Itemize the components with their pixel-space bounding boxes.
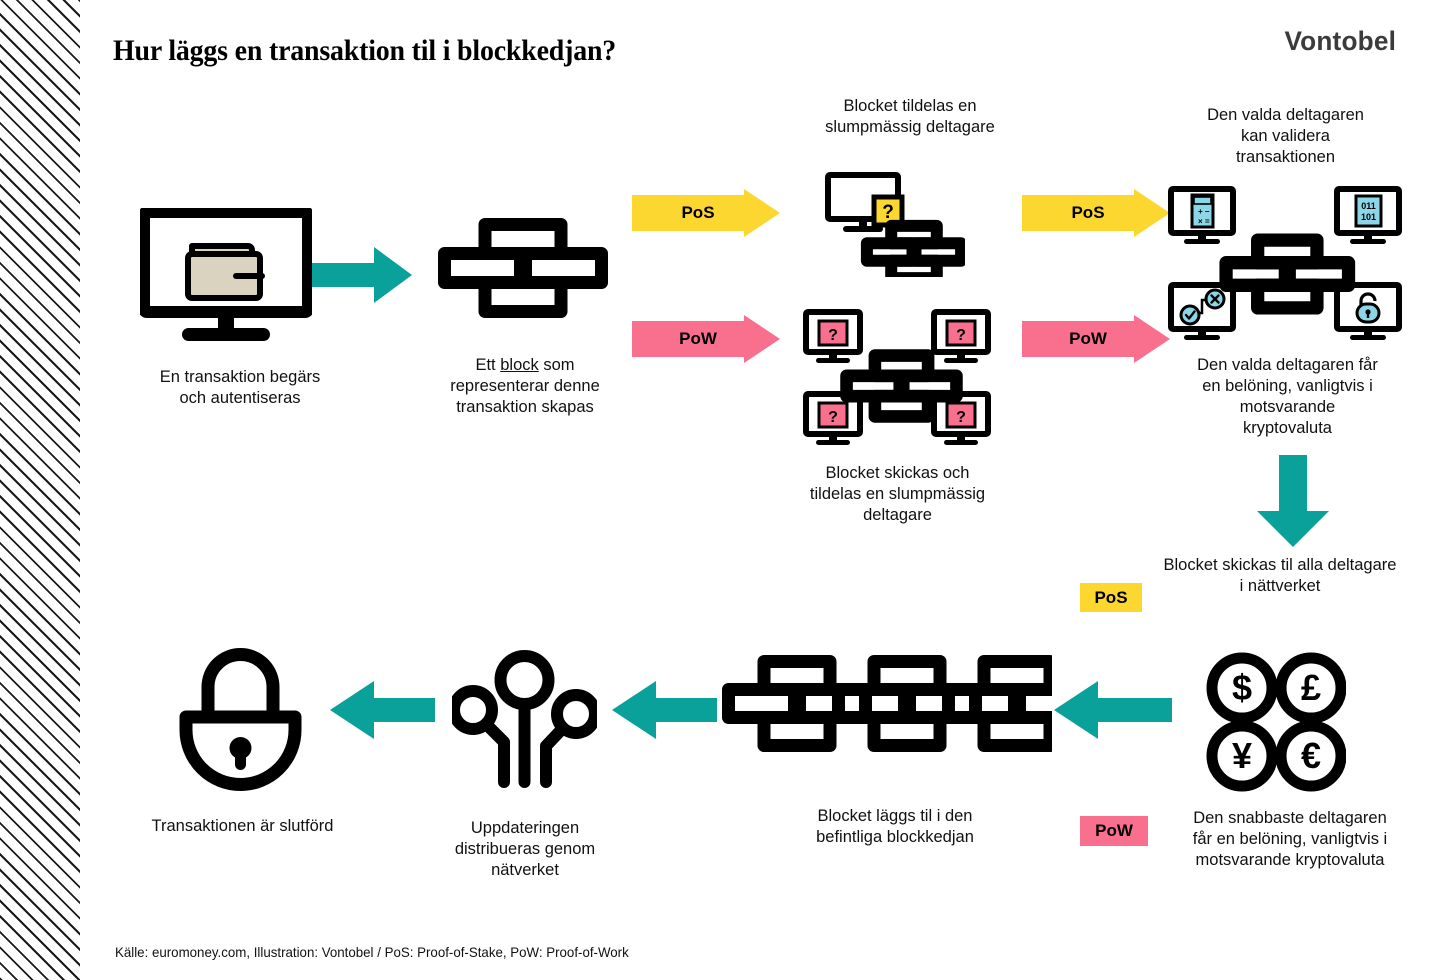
vontobel-logo: Vontobel xyxy=(1284,26,1396,56)
monitor-question-block-icon: ? xyxy=(825,172,965,277)
svg-text:+: + xyxy=(1198,207,1203,216)
page-title: Hur läggs en transaktion til i blockkedj… xyxy=(113,34,617,67)
svg-text:¥: ¥ xyxy=(1232,735,1252,776)
block-created-caption: Ett block som representerar denne transa… xyxy=(420,355,630,418)
four-monitors-validate-block-icon: + – × = 011 101 xyxy=(1165,185,1410,340)
svg-text:–: – xyxy=(1205,207,1210,216)
pos-arrow-2[interactable]: PoS xyxy=(1022,189,1170,237)
svg-text:?: ? xyxy=(956,327,966,344)
block-icon xyxy=(438,218,608,318)
four-monitors-question-block-icon: ? ? ? xyxy=(800,308,1000,448)
pos-assign-caption: Blocket tildelas en slumpmässig deltagar… xyxy=(825,97,995,136)
svg-text:?: ? xyxy=(882,202,894,223)
monitor-wallet-icon xyxy=(140,208,312,343)
appended-caption: Blocket läggs til i den befintliga block… xyxy=(816,807,974,846)
footer-source: Källe: euromoney.com, Illustration: Vont… xyxy=(115,944,629,960)
validate-caption: Den valda deltagaren kan validera transa… xyxy=(1207,106,1364,166)
svg-text:101: 101 xyxy=(1361,212,1376,222)
arrow-down-teal xyxy=(1257,455,1329,547)
pow-arrow-2[interactable]: PoW xyxy=(1022,315,1170,363)
broadcast-caption: Blocket skickas til alla deltagare i nät… xyxy=(1163,556,1397,595)
blockchain-three-blocks-icon xyxy=(722,655,1052,760)
block-caption-prefix: Ett xyxy=(475,356,501,374)
block-caption-suffix: som representerar denne transaktion skap… xyxy=(450,356,600,416)
svg-text:×: × xyxy=(1198,217,1203,226)
arrow-left-teal-1 xyxy=(1054,681,1172,739)
block-link[interactable]: block xyxy=(500,356,539,374)
pow-assign-caption: Blocket skickas och tildelas en slumpmäs… xyxy=(809,464,986,524)
svg-text:€: € xyxy=(1301,735,1321,776)
svg-text:?: ? xyxy=(956,409,966,426)
reward-pow-caption: Den snabbaste deltagaren får en belöning… xyxy=(1192,809,1388,869)
svg-text:=: = xyxy=(1205,217,1210,226)
svg-text:?: ? xyxy=(828,409,838,426)
reward-pos-caption: Den valda deltagaren får en belöning, va… xyxy=(1197,356,1378,437)
svg-text:£: £ xyxy=(1301,667,1321,708)
network-nodes-icon xyxy=(452,648,597,793)
pos-badge: PoS xyxy=(1080,583,1142,612)
padlock-icon xyxy=(178,645,303,795)
arrow-left-teal-2 xyxy=(612,681,717,739)
arrow-left-teal-3 xyxy=(330,681,435,739)
pow-badge: PoW xyxy=(1080,816,1148,846)
completed-caption: Transaktionen är slutförd xyxy=(151,817,334,835)
currency-coins-icon: $ £ ¥ € xyxy=(1206,652,1346,792)
svg-text:011: 011 xyxy=(1361,201,1376,211)
svg-text:$: $ xyxy=(1232,667,1252,708)
arrow-right-teal-1 xyxy=(312,247,412,303)
pow-arrow-1[interactable]: PoW xyxy=(632,315,780,363)
pos-arrow-1[interactable]: PoS xyxy=(632,189,780,237)
decorative-hatch-stripe xyxy=(0,0,80,980)
svg-text:?: ? xyxy=(828,327,838,344)
request-caption: En transaktion begärs och autentiseras xyxy=(159,368,321,407)
distributed-caption: Uppdateringen distribueras genom nätverk… xyxy=(454,819,596,879)
